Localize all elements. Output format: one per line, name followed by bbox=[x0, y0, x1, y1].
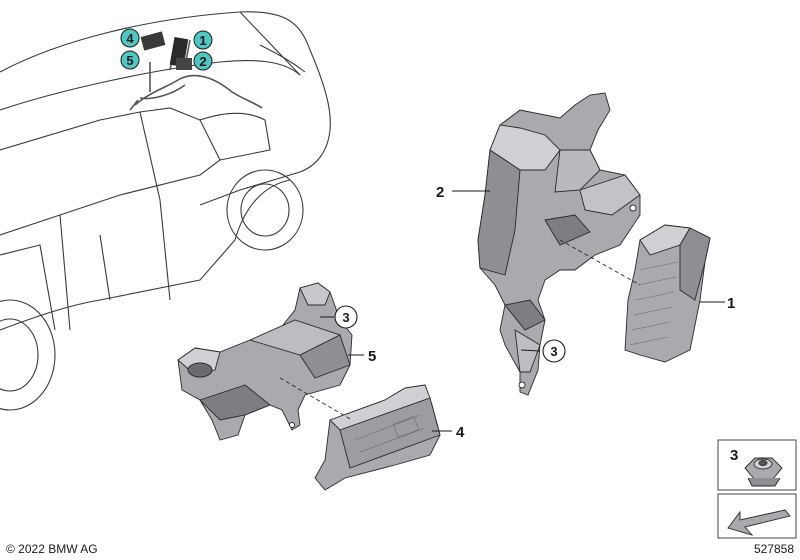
callout-label: 3 bbox=[342, 310, 349, 325]
badge-circle bbox=[193, 30, 213, 50]
badge-label: 1 bbox=[199, 33, 206, 48]
callout-circle bbox=[334, 305, 358, 329]
inset-badge-4: 4 bbox=[120, 28, 140, 48]
callout-part-1: 1 bbox=[727, 295, 735, 312]
leader-lines bbox=[320, 190, 725, 432]
callout-circle bbox=[542, 339, 566, 363]
callout-part-3-left: 3 bbox=[334, 305, 358, 329]
legend-part-number: 3 bbox=[730, 447, 738, 464]
badge-circle bbox=[120, 50, 140, 70]
badge-circle bbox=[120, 28, 140, 48]
callout-label: 3 bbox=[550, 344, 557, 359]
diagram-number: 527858 bbox=[753, 542, 794, 556]
part-4-control-module bbox=[314, 384, 441, 491]
assembly-lines bbox=[279, 239, 641, 421]
legend-part-3: 3 bbox=[717, 439, 797, 491]
copyright-text: © 2022 BMW AG bbox=[6, 542, 98, 556]
badge-label: 5 bbox=[126, 53, 133, 68]
callout-part-3-right: 3 bbox=[542, 339, 566, 363]
badge-circle bbox=[193, 51, 213, 71]
inset-badge-5: 5 bbox=[120, 50, 140, 70]
roof-modules bbox=[140, 31, 192, 70]
part-5-mounting-bracket bbox=[177, 282, 353, 441]
vehicle-outline bbox=[0, 11, 331, 411]
part-2-control-unit-bracket bbox=[477, 92, 641, 396]
legend-arrow-box bbox=[717, 493, 797, 539]
roof-wiring-harness bbox=[129, 39, 263, 111]
inset-badge-1: 1 bbox=[193, 30, 213, 50]
callout-part-5: 5 bbox=[368, 348, 376, 365]
badge-label: 2 bbox=[199, 54, 206, 69]
callout-part-4: 4 bbox=[456, 424, 465, 441]
hex-nut-icon bbox=[744, 457, 783, 487]
badge-label: 4 bbox=[126, 31, 134, 46]
inset-badge-2: 2 bbox=[193, 51, 213, 71]
part-1-connector-block bbox=[624, 224, 711, 363]
arrow-pointer-icon bbox=[727, 509, 791, 536]
callout-part-2: 2 bbox=[436, 184, 444, 201]
